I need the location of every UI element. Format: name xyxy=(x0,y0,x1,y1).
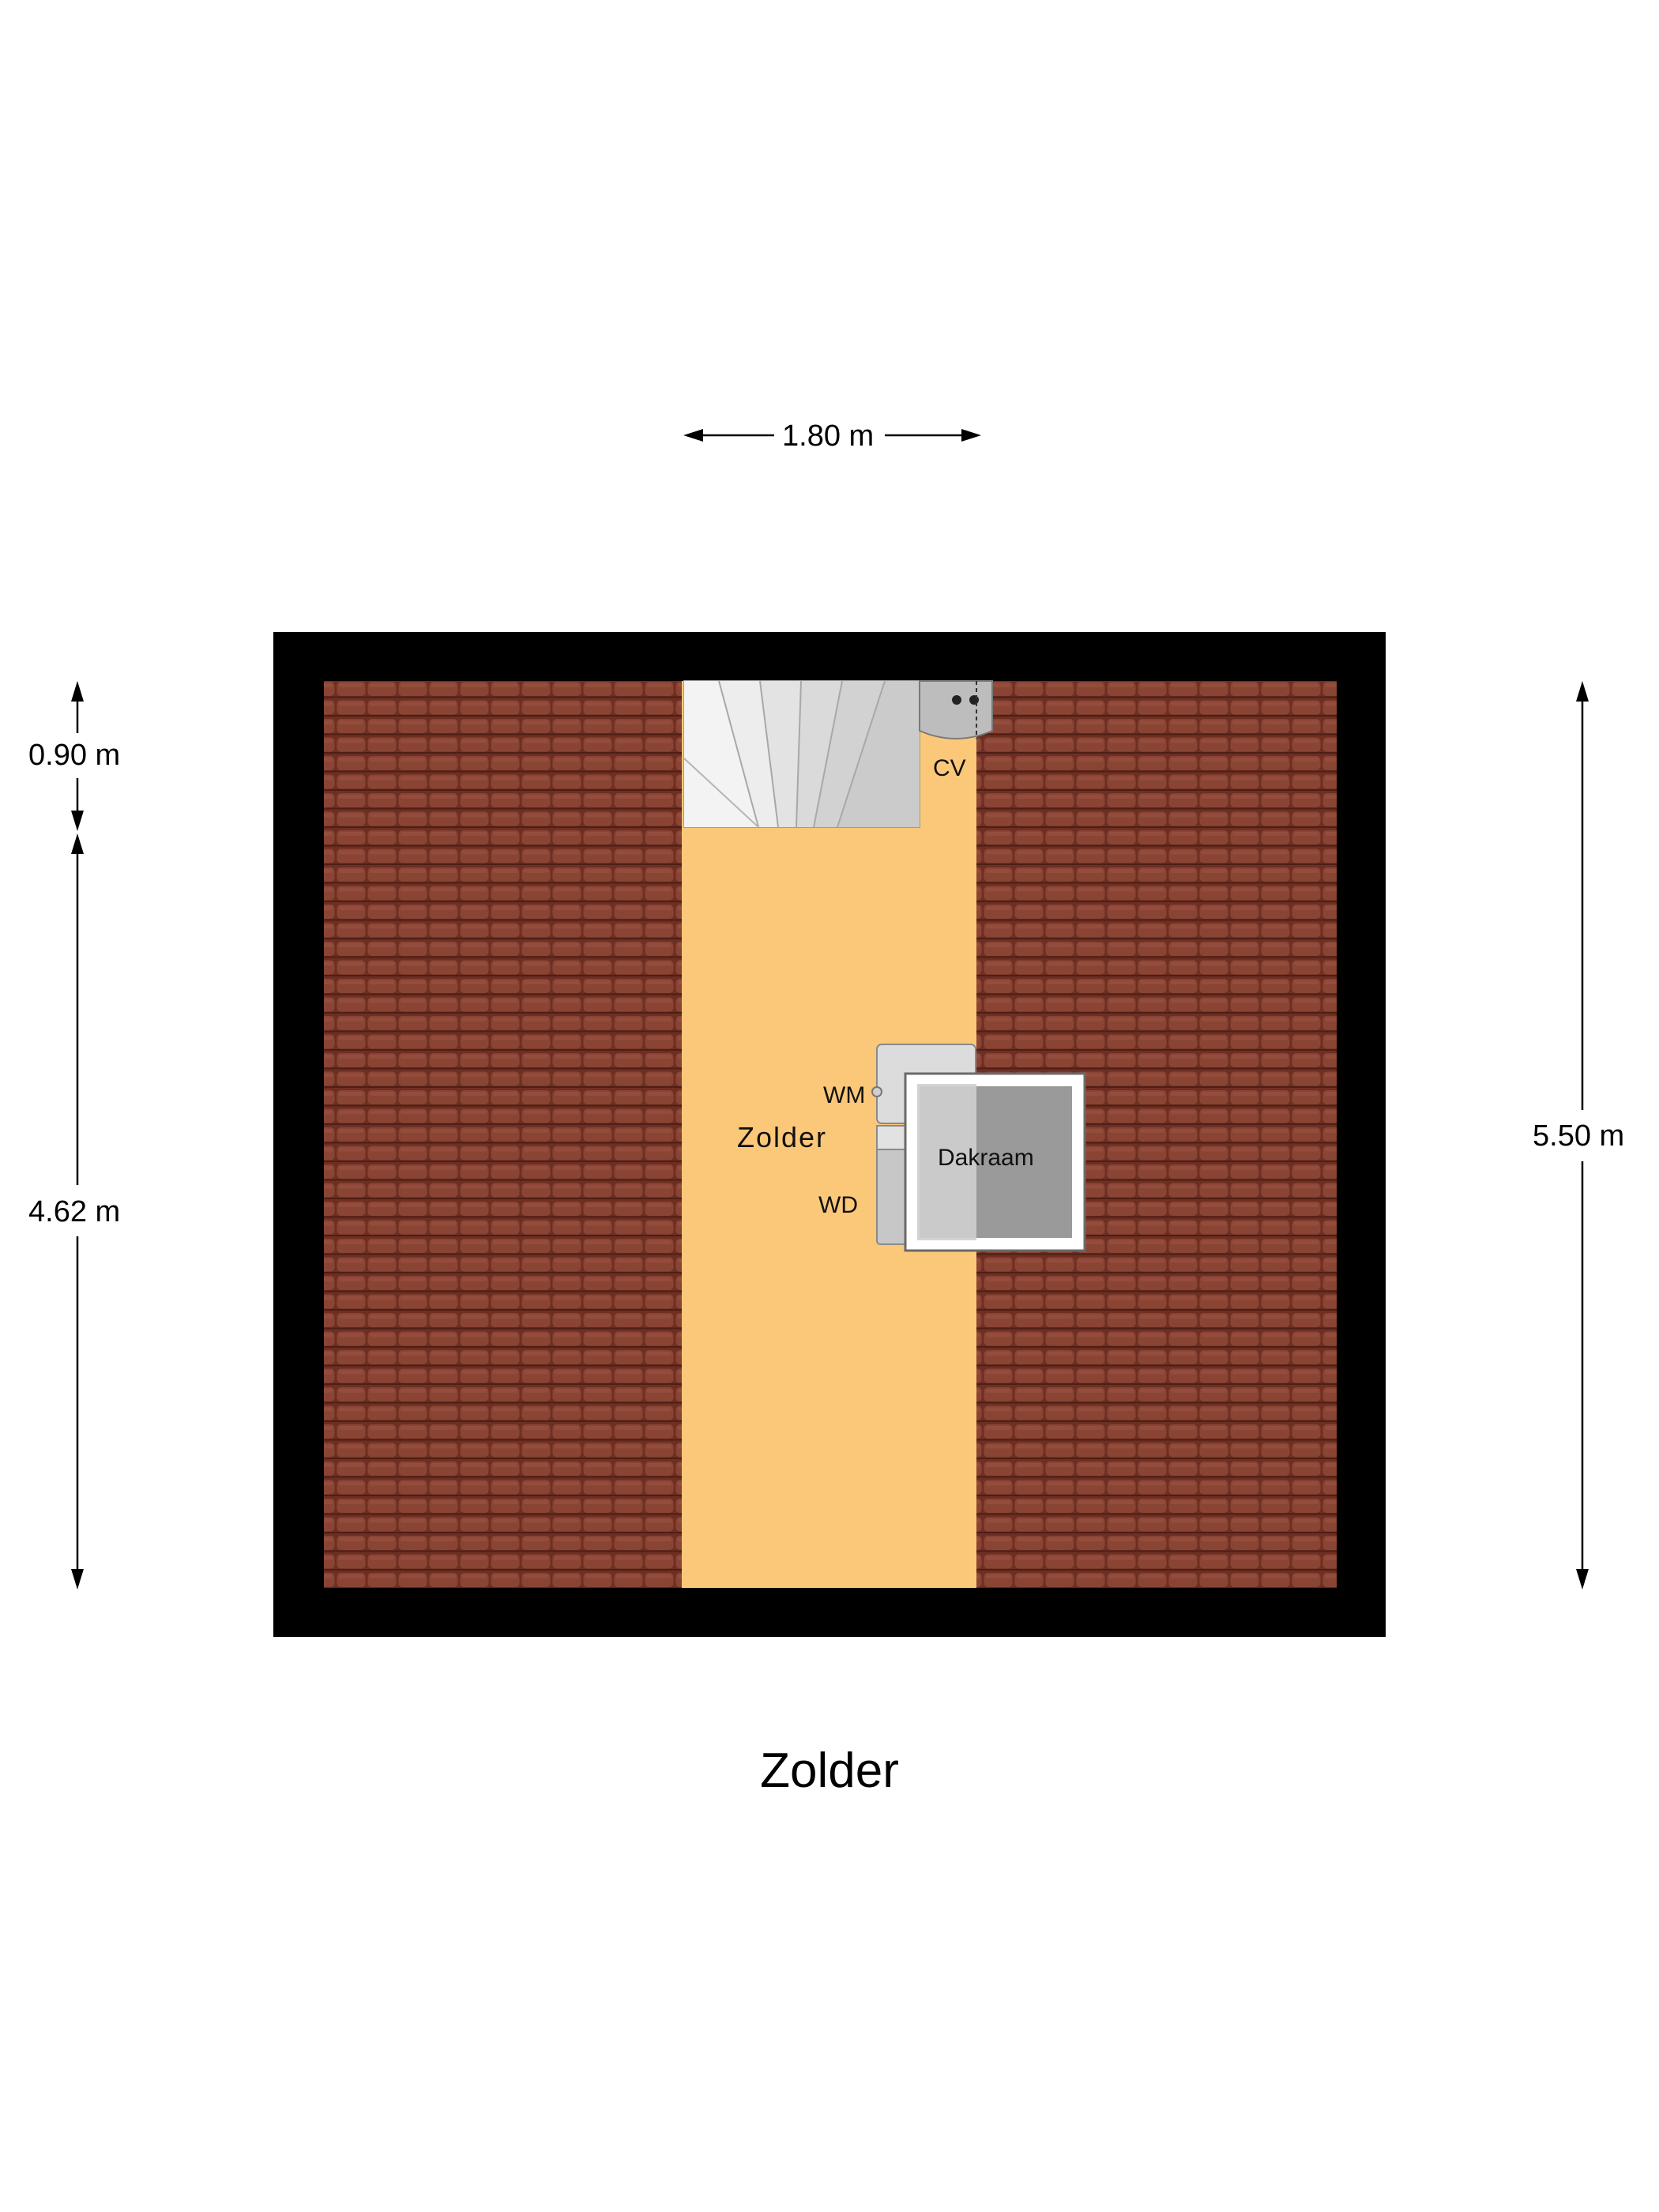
boiler-label: CV xyxy=(933,755,966,781)
dimension-right xyxy=(1576,681,1589,1589)
dimension-left-upper-label: 0.90 m xyxy=(28,739,120,772)
skylight-label: Dakraam xyxy=(938,1145,1034,1171)
floor-title: Zolder xyxy=(760,1744,899,1798)
room-label-attic: Zolder xyxy=(737,1121,827,1153)
staircase xyxy=(683,680,920,828)
dimension-right-label: 5.50 m xyxy=(1533,1119,1624,1153)
dimension-left xyxy=(71,681,84,1589)
skylight xyxy=(904,1072,1086,1252)
dimension-left-lower-label: 4.62 m xyxy=(28,1195,120,1228)
roof-left xyxy=(324,681,682,1588)
dimension-top xyxy=(683,429,981,442)
boiler-unit xyxy=(919,680,993,739)
dryer-label: WD xyxy=(818,1192,858,1218)
dimension-top-label: 1.80 m xyxy=(782,419,874,453)
washing-machine-label: WM xyxy=(823,1082,865,1108)
